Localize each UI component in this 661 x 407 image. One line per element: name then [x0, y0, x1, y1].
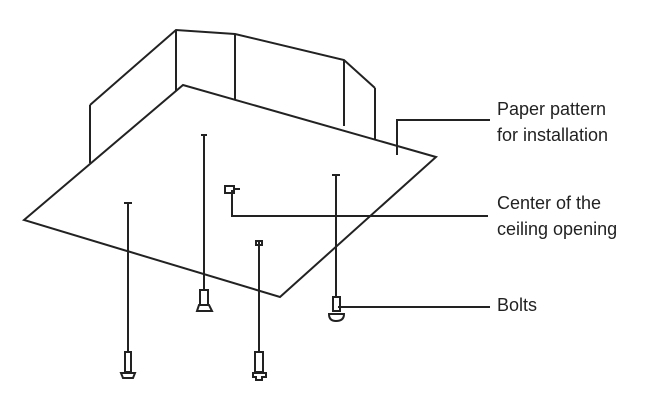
- label-line: Center of the: [497, 193, 602, 213]
- indoor-unit-outline: [89, 28, 376, 163]
- center-label: Center of the ceiling opening: [497, 190, 617, 242]
- bolt: [119, 202, 137, 379]
- label-line: for installation: [497, 125, 609, 145]
- label-line: ceiling opening: [497, 219, 618, 239]
- label-line: Paper pattern: [497, 99, 607, 119]
- bolts-label: Bolts: [497, 295, 538, 315]
- center-leader-line: [231, 190, 488, 217]
- paper-pattern-leader-line: [396, 119, 490, 155]
- paper-pattern-label: Paper pattern for installation: [497, 96, 608, 148]
- bolt: [195, 134, 214, 312]
- center-marker: [224, 185, 240, 194]
- bolt: [252, 240, 267, 381]
- bolt: [327, 174, 346, 323]
